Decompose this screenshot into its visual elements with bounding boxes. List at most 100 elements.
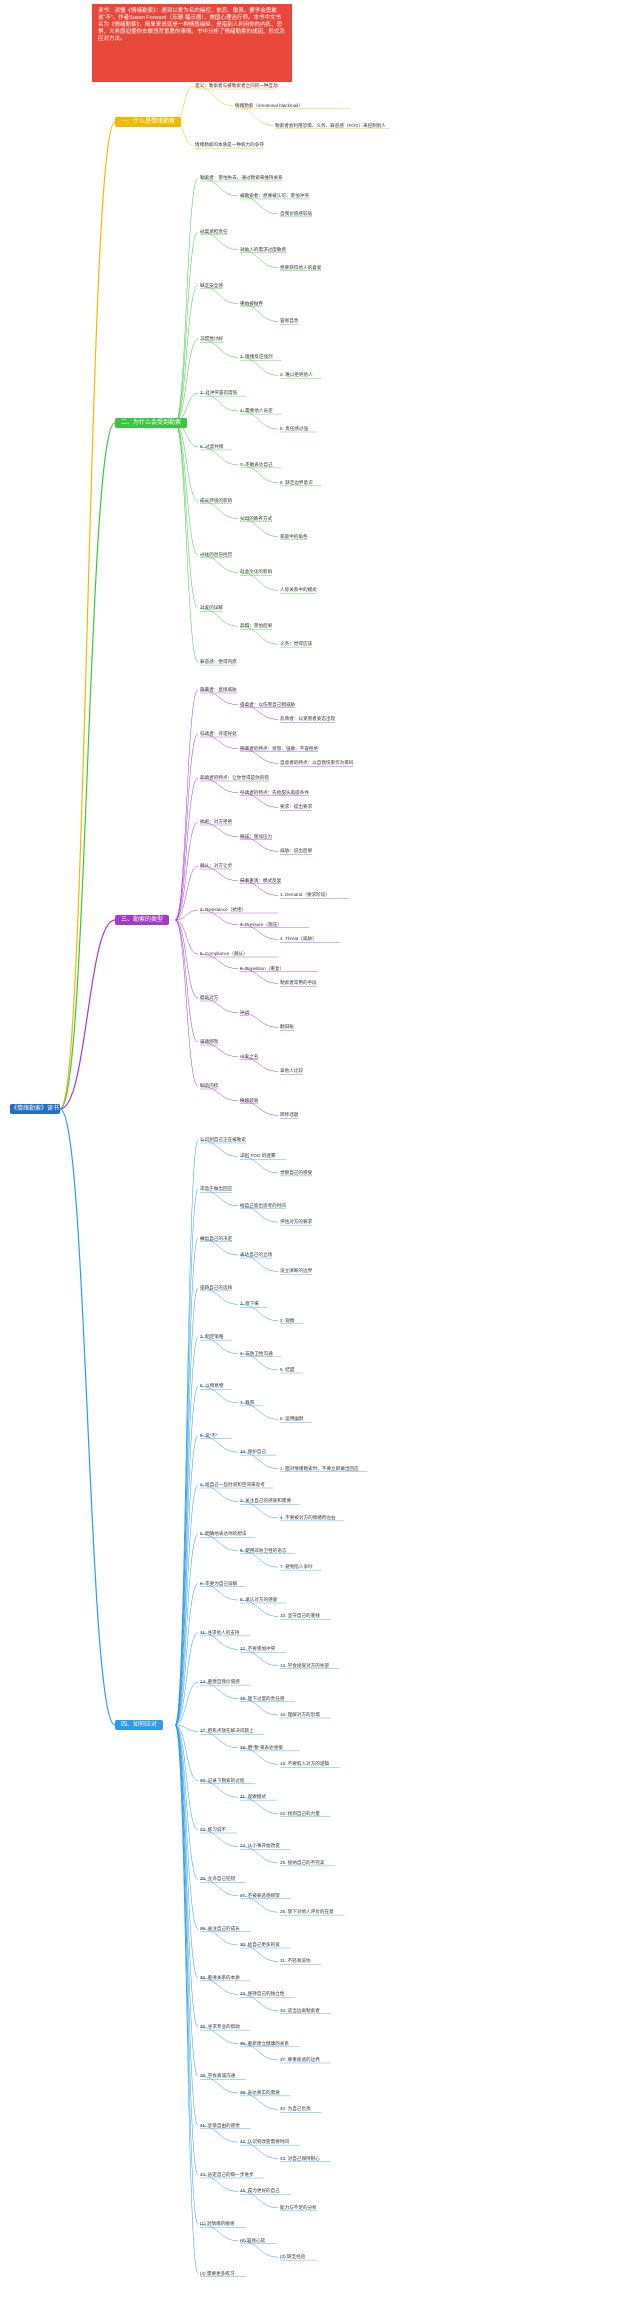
leaf-node[interactable]: 觉察自己的感受 <box>280 1169 313 1175</box>
leaf-node[interactable]: 11. 寻求他人的支持 <box>200 1629 240 1635</box>
leaf-node[interactable]: 33. 保持自己的独立性 <box>240 1991 285 1997</box>
leaf-node[interactable]: 2. Resistance（抗拒） <box>200 907 247 912</box>
leaf-node[interactable]: 引诱者的特点：先给甜头再提条件 <box>240 789 309 795</box>
leaf-node[interactable]: 32. 看清关系的本质 <box>200 1974 240 1980</box>
leaf-node[interactable]: 38. 学会真诚沟通 <box>200 2073 236 2079</box>
leaf-node[interactable]: 过往的创伤经历 <box>200 551 233 557</box>
leaf-node[interactable]: 19. 不要陷入对方的逻辑 <box>280 1761 330 1767</box>
leaf-node[interactable]: 害怕被抛弃 <box>240 300 263 306</box>
leaf-node[interactable]: 39. 表达真实的需要 <box>240 2089 280 2095</box>
leaf-node[interactable]: 30. 给自己更多的爱 <box>240 1942 280 1947</box>
leaf-node[interactable]: 10. 保护自己 <box>240 1449 267 1455</box>
leaf-node[interactable]: 25. 接纳自己的不完美 <box>280 1859 325 1865</box>
leaf-node[interactable]: 定义：勒索者与被勒索者之间的一种互动 <box>195 83 278 88</box>
leaf-node[interactable]: 过度承担责任 <box>200 228 228 234</box>
leaf-node[interactable]: 5. 明确地表达你的想法 <box>200 1531 247 1537</box>
leaf-node[interactable]: 41. 享受自由的感觉 <box>200 2122 240 2128</box>
leaf-node[interactable]: 对爱的误解 <box>200 605 223 611</box>
leaf-node[interactable]: 9. 说“不” <box>200 1432 218 1438</box>
leaf-node[interactable]: 8. 不要为自己辩解 <box>200 1580 238 1586</box>
leaf-node[interactable]: 12. 不要害怕冲突 <box>240 1646 276 1652</box>
leaf-node[interactable]: 顺从：对方让步 <box>200 863 233 868</box>
leaf-node[interactable]: 36. 重新建立健康的关系 <box>240 2040 290 2046</box>
leaf-node[interactable]: 40. 为自己负责 <box>280 2106 311 2112</box>
leaf-node[interactable]: 14. 重建自我价值感 <box>200 1679 240 1685</box>
leaf-node[interactable]: 45. 成为更好的自己 <box>240 2188 280 2194</box>
leaf-node[interactable]: 社会文化的影响 <box>240 569 273 575</box>
leaf-node[interactable]: 9. 承认对方的感受 <box>240 1597 278 1602</box>
leaf-node[interactable]: 做出自己的决定 <box>200 1235 233 1241</box>
leaf-node[interactable]: 习惯性讨好 <box>200 336 223 342</box>
leaf-node[interactable]: 42. 认识到改变需要时间 <box>240 2139 290 2145</box>
leaf-node[interactable]: 家庭中的角色 <box>280 533 308 539</box>
leaf-node[interactable]: (3) 缺乏经验 <box>280 2254 306 2260</box>
leaf-node[interactable]: 29. 关注自己的成长 <box>200 1925 240 1931</box>
leaf-node[interactable]: 自虐者的特点：以自我伤害作为筹码 <box>280 760 354 766</box>
leaf-node[interactable]: 自虐者：以伤害自己相威胁 <box>240 701 296 707</box>
leaf-node[interactable]: 人际关系中的模式 <box>280 587 317 593</box>
leaf-node[interactable]: 2. 观察 <box>280 1317 295 1323</box>
leaf-node[interactable]: (1) 对情绪的敏感 <box>200 2221 235 2227</box>
leaf-node[interactable]: 7. 不敢表达自己 <box>240 461 273 467</box>
leaf-node[interactable]: 制造内疚 <box>200 1083 219 1088</box>
leaf-node[interactable]: 设立清晰的边界 <box>280 1268 313 1274</box>
branch-node-1[interactable]: 一、什么是情绪勒索 <box>115 117 182 127</box>
leaf-node[interactable]: 5. 结盟 <box>280 1367 295 1372</box>
leaf-node[interactable]: 1. 停下来 <box>240 1301 259 1307</box>
leaf-node[interactable]: 23. 练习说不 <box>200 1827 227 1832</box>
leaf-node[interactable]: 悲情者：以受害者姿态出现 <box>280 716 336 722</box>
leaf-node[interactable]: 3. 对冲突容忍度低 <box>200 390 238 396</box>
leaf-node[interactable]: 6. Repetition（重复） <box>240 965 285 971</box>
leaf-node[interactable]: 施暴者的特点：愤怒、强硬、不容拒绝 <box>240 745 319 751</box>
leaf-node[interactable]: 威胁：说出后果 <box>280 848 313 854</box>
leaf-node[interactable]: 对他人的需求过度敏感 <box>240 246 286 252</box>
leaf-node[interactable]: 20. 记录下勒索的过程 <box>200 1777 245 1783</box>
leaf-node[interactable]: 3. Pressure（施压） <box>240 921 282 927</box>
leaf-node[interactable]: 1. 情绪反应强烈 <box>240 354 273 360</box>
leaf-node[interactable]: 转移话题 <box>280 1112 299 1118</box>
leaf-node[interactable]: 7. 教育 <box>240 1399 255 1405</box>
leaf-node[interactable]: 4. 不要被对方的情绪所左右 <box>280 1514 336 1520</box>
leaf-node[interactable]: 情绪勒索的本质是一种权力的争夺 <box>195 142 264 148</box>
leaf-node[interactable]: 8. 缺乏边界意识 <box>280 479 313 485</box>
leaf-node[interactable]: (4) 需要更多练习 <box>200 2270 235 2276</box>
leaf-node[interactable]: 3. 关注自己的感受和需要 <box>240 1498 292 1504</box>
leaf-node[interactable]: 被勒索者：想要被认可、害怕冲突 <box>240 192 309 198</box>
leaf-node[interactable]: 情感疏离 <box>240 1097 259 1103</box>
leaf-node[interactable]: 缺乏安全感 <box>200 282 223 288</box>
leaf-node[interactable]: 6. 使用非防卫性的语言 <box>240 1547 287 1553</box>
leaf-node[interactable]: 义务：觉得应该 <box>280 641 313 647</box>
leaf-node[interactable]: 给自己留出思考的时间 <box>240 1202 286 1208</box>
leaf-node[interactable]: 施压：施加压力 <box>240 833 273 839</box>
leaf-node[interactable]: 贬低对方 <box>200 995 219 1000</box>
leaf-node[interactable]: 15. 放下过度的责任感 <box>240 1695 285 1701</box>
leaf-node[interactable]: 要求：提出要求 <box>280 804 313 810</box>
leaf-node[interactable]: 表达自己的立场 <box>240 1252 273 1257</box>
leaf-node[interactable]: 3. 制定策略 <box>200 1334 224 1340</box>
leaf-node[interactable]: 悲情者的特点：让你觉得是你的错 <box>200 775 269 780</box>
leaf-node[interactable]: 评估对方的要求 <box>280 1219 313 1225</box>
leaf-node[interactable]: 抗拒：对方拒绝 <box>200 819 233 824</box>
leaf-node[interactable]: 5. 责任感过强 <box>280 426 309 431</box>
leaf-node[interactable]: 13. 学会接受对方的失望 <box>280 1662 330 1668</box>
leaf-node[interactable]: 26. 允许自己犯错 <box>200 1876 236 1882</box>
root-node[interactable]: 《情绪勒索》读书笔记 <box>10 1104 60 1122</box>
leaf-node[interactable]: 识别 FOG 的迷雾 <box>240 1153 276 1159</box>
leaf-node[interactable]: 1. Demand（要求阶段） <box>280 892 331 898</box>
leaf-node[interactable]: 勒索者会利用恐惧、义务、罪恶感（FOG）来控制别人 <box>275 122 387 128</box>
leaf-node[interactable]: 4. 非防卫性沟通 <box>240 1350 273 1356</box>
leaf-node[interactable]: 勒索者常用的手段 <box>280 980 317 986</box>
leaf-node[interactable]: 17. 把焦点放在解决问题上 <box>200 1728 254 1734</box>
leaf-node[interactable]: 想要获得他人的喜爱 <box>280 264 322 270</box>
leaf-node[interactable]: 冷战 <box>240 1009 250 1015</box>
branch-node-4[interactable]: 四、如何应对 <box>115 1720 164 1730</box>
leaf-node[interactable]: 拿他人比较 <box>280 1068 303 1074</box>
leaf-node[interactable]: 道德绑架 <box>200 1039 219 1044</box>
leaf-node[interactable]: 27. 不被罪恶感绑架 <box>240 1892 280 1898</box>
leaf-node[interactable]: 坚持自己的选择 <box>200 1284 233 1290</box>
branch-node-2[interactable]: 二、为什么会受到勒索 <box>115 418 188 428</box>
leaf-node[interactable]: 自我价值感较低 <box>280 210 313 216</box>
leaf-node[interactable]: (2) 容易心软 <box>240 2237 266 2243</box>
leaf-node[interactable]: 2. 给自己一些时间和空间来思考 <box>200 1482 265 1487</box>
leaf-node[interactable]: 认识到自己正在被勒索 <box>200 1137 246 1142</box>
